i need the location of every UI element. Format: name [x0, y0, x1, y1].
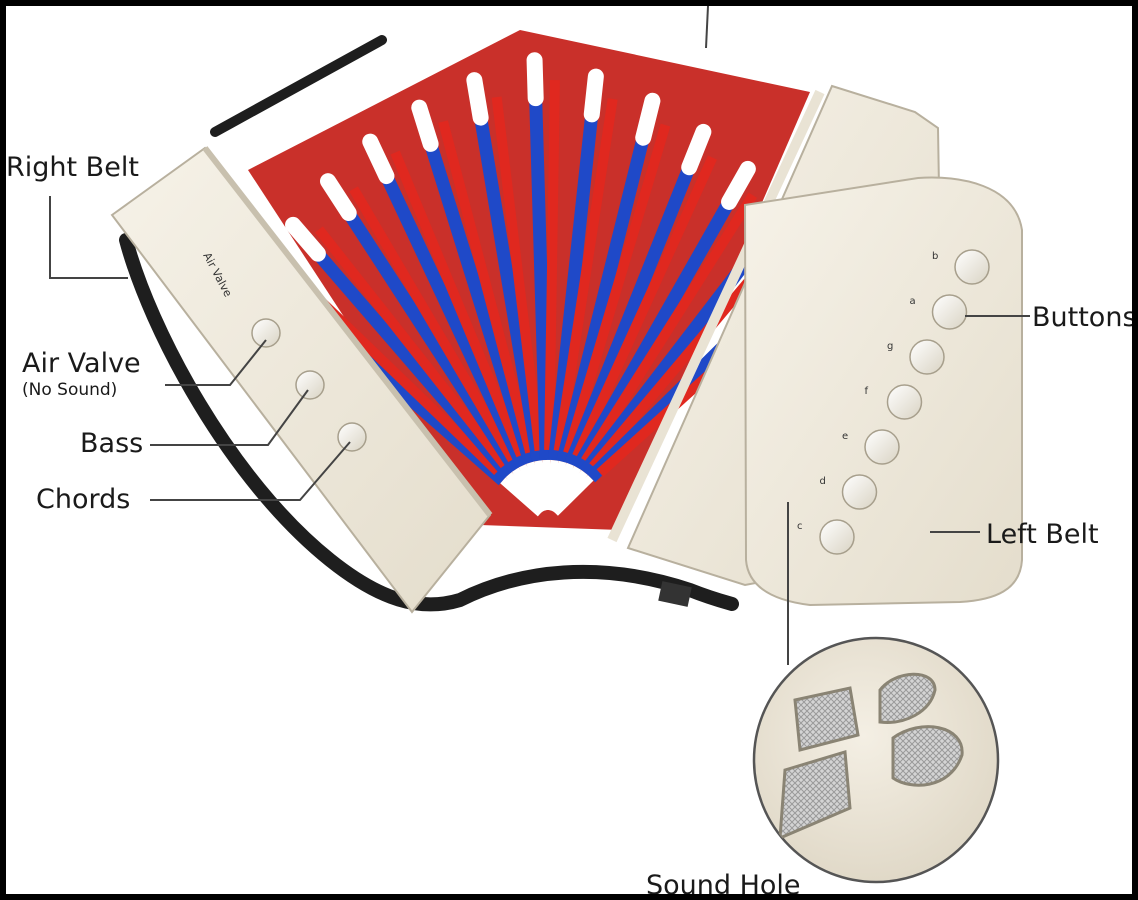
bellows-corner	[526, 52, 544, 107]
bellows-fold-blue	[322, 177, 521, 474]
bellows-fold-red	[349, 186, 517, 463]
bellows-fold-red	[390, 150, 526, 458]
bellows-corner	[583, 68, 604, 123]
right-side-body: Air Valve	[110, 146, 493, 614]
treble-key-note-label: e	[842, 431, 848, 442]
bass-button[interactable]	[295, 370, 325, 400]
treble-key-note-label: a	[910, 296, 916, 307]
treble-key-note-label: d	[820, 476, 826, 487]
bellows-fold-red	[553, 98, 618, 452]
bellows-fold-blue	[564, 129, 710, 467]
label-right-belt: Right Belt	[6, 152, 139, 183]
bellows-fold-red	[544, 79, 560, 451]
bellows-corner	[411, 99, 439, 152]
bellows-fold-blue	[528, 60, 553, 461]
left-side-body: b a g f e d c	[607, 84, 1023, 607]
treble-key-note-label: c	[797, 521, 803, 532]
bellows-fold-red	[491, 96, 545, 452]
bellows-fold-blue	[556, 99, 659, 464]
bellows-corner	[635, 92, 661, 146]
chords-button[interactable]	[337, 422, 367, 452]
leader-right-belt	[49, 196, 128, 279]
bellows-fold-red	[581, 192, 758, 464]
bellows-fold-red	[563, 123, 671, 455]
bellows-fold-blue	[572, 165, 754, 472]
treble-key-d[interactable]	[841, 474, 878, 510]
bellows-corner	[552, 474, 594, 516]
treble-key-note-label: g	[887, 341, 893, 352]
air-valve-button[interactable]	[251, 318, 281, 348]
bellows-corner	[362, 133, 395, 185]
bellows-fold-red	[572, 155, 717, 459]
label-sound-hole: Sound Hole	[646, 870, 801, 894]
bellows-corner	[721, 160, 756, 210]
treble-key-note-label: b	[932, 251, 938, 262]
diagram-canvas: Air Valve b a g f e d c Right Belt Air Valve (…	[6, 6, 1132, 894]
bellows-fold-red	[315, 226, 509, 469]
bellows-fold-blue	[547, 75, 603, 462]
label-air-valve-note: (No Sound)	[22, 380, 118, 400]
label-buttons: Buttons	[1032, 302, 1132, 333]
bellows-corner	[681, 123, 712, 176]
accordion-illustration: Air Valve b a g f e d c	[49, 6, 1030, 884]
treble-key-c[interactable]	[819, 519, 855, 555]
treble-key-g[interactable]	[909, 339, 945, 375]
bellows-fold-blue	[364, 138, 529, 469]
label-chords: Chords	[36, 484, 131, 515]
treble-key-e[interactable]	[864, 429, 900, 465]
sound-hole-inset	[752, 636, 1000, 884]
leader-bass	[150, 389, 309, 446]
bellows-fold-red	[438, 120, 536, 454]
treble-key-f[interactable]	[886, 384, 923, 420]
leader-lines	[49, 6, 1030, 665]
bellows-corner	[285, 216, 326, 262]
right-belt-strap	[119, 35, 739, 612]
leader-chords	[150, 441, 351, 501]
label-air-valve: Air Valve	[22, 348, 141, 379]
bellows-fold-blue	[288, 220, 514, 479]
bellows-fold-blue	[467, 79, 545, 462]
bellows-corner	[466, 72, 489, 126]
leader-air-valve	[165, 339, 267, 386]
leader-top	[705, 6, 709, 49]
treble-key-a[interactable]	[931, 294, 968, 330]
button-board	[743, 176, 1023, 607]
bellows-corner	[319, 173, 357, 222]
label-bass: Bass	[80, 428, 144, 459]
label-left-belt: Left Belt	[986, 519, 1099, 550]
bellows-fold-blue	[413, 105, 537, 465]
treble-key-note-label: f	[865, 386, 869, 397]
treble-key-b[interactable]	[954, 249, 990, 285]
